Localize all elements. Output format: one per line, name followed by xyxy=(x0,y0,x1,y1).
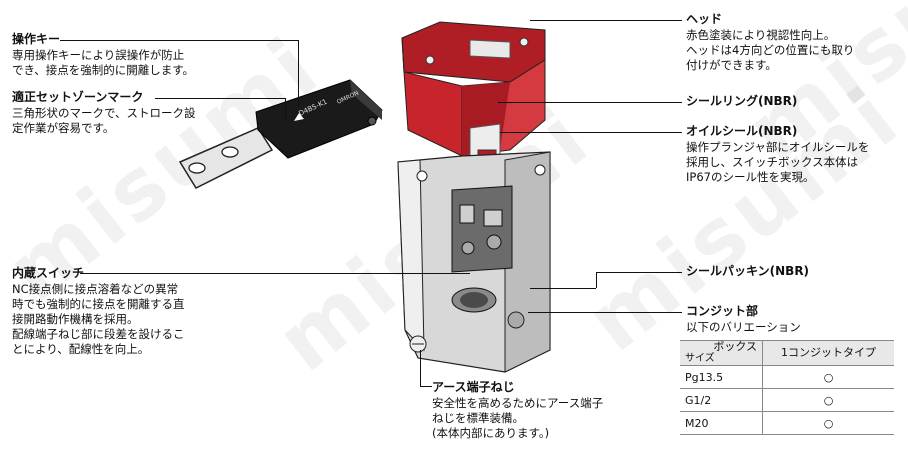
table-row: Pg13.5 ○ xyxy=(680,365,894,389)
callout-title: アース端子ねじ xyxy=(432,380,515,394)
callout-body: 赤色塗装により視認性向上。 ヘッドは4方向どの位置にも取り 付けができます。 xyxy=(686,28,855,72)
leader-line xyxy=(500,132,682,133)
operating-key: D4BS-K1 OMRON xyxy=(178,79,383,189)
table-row: G1/2 ○ xyxy=(680,388,894,412)
switch-body xyxy=(397,151,551,373)
leader-line xyxy=(596,272,682,273)
table-header-box-size: ボックス サイズ xyxy=(680,340,763,366)
callout-built-in-switch: 内蔵スイッチ NC接点側に接点溶着などの異常 時でも強制的に接点を開離する直 接… xyxy=(12,266,222,357)
callout-oil-seal: オイルシール(NBR) 操作プランジャ部にオイルシールを 採用し、スイッチボック… xyxy=(686,124,896,185)
callout-title: ヘッド xyxy=(686,12,723,26)
leader-line xyxy=(155,98,285,99)
callout-body: 安全性を高めるためにアース端子 ねじを標準装備。 (本体内部にあります。) xyxy=(432,396,604,440)
callout-title: シールパッキン(NBR) xyxy=(686,264,810,278)
table-cell-size: G1/2 xyxy=(680,388,763,412)
callout-earth-screw: アース端子ねじ 安全性を高めるためにアース端子 ねじを標準装備。 (本体内部にあ… xyxy=(432,380,632,441)
leader-line xyxy=(498,102,682,103)
callout-zone-mark: 適正セットゾーンマーク 三角形状のマークで、ストローク設 定作業が容易です。 xyxy=(12,90,242,136)
callout-seal-ring: シールリング(NBR) xyxy=(686,94,896,110)
zone-mark-triangle-icon xyxy=(294,113,304,121)
callout-title: シールリング(NBR) xyxy=(686,94,798,108)
table-cell-size: Pg13.5 xyxy=(680,365,763,389)
leader-line xyxy=(285,98,286,120)
leader-line xyxy=(420,386,432,387)
callout-body: 操作プランジャ部にオイルシールを 採用し、スイッチボックス本体は IP67のシー… xyxy=(686,140,870,184)
leader-line xyxy=(530,288,596,289)
callout-body: NC接点側に接点溶着などの異常 時でも強制的に接点を開離する直 接開路動作機構を… xyxy=(12,282,185,356)
table-cell-mark: ○ xyxy=(762,365,894,389)
callout-operating-key: 操作キー 専用操作キーにより誤操作が防止 でき、接点を強制的に開離します。 xyxy=(12,32,242,78)
leader-line xyxy=(530,20,682,21)
leader-line xyxy=(528,312,682,313)
callout-body: 三角形状のマークで、ストローク設 定作業が容易です。 xyxy=(12,106,196,135)
table-header-conduit-type: 1コンジットタイプ xyxy=(762,340,894,366)
callout-title: 適正セットゾーンマーク xyxy=(12,90,144,104)
callout-body: 専用操作キーにより誤操作が防止 でき、接点を強制的に開離します。 xyxy=(12,48,195,77)
leader-line xyxy=(80,273,470,274)
callout-title: コンジット部 xyxy=(686,304,759,318)
leader-line xyxy=(420,350,421,386)
callout-conduit: コンジット部 以下のバリエーション xyxy=(686,304,896,335)
table-row: M20 ○ xyxy=(680,411,894,435)
header-size-label: サイズ xyxy=(685,353,715,364)
callout-body: 以下のバリエーション xyxy=(686,320,801,334)
leader-line xyxy=(298,40,299,106)
table-cell-mark: ○ xyxy=(762,411,894,435)
head xyxy=(401,21,546,167)
callout-title: オイルシール(NBR) xyxy=(686,124,798,138)
callout-seal-packing: シールパッキン(NBR) xyxy=(686,264,896,280)
callout-title: 操作キー xyxy=(12,32,61,46)
leader-line xyxy=(596,272,597,288)
callout-head: ヘッド 赤色塗装により視認性向上。 ヘッドは4方向どの位置にも取り 付けができま… xyxy=(686,12,896,73)
callout-title: 内蔵スイッチ xyxy=(12,266,85,280)
leader-line xyxy=(60,40,298,41)
header-box-label: ボックス xyxy=(713,340,757,353)
table-cell-size: M20 xyxy=(680,411,763,435)
variation-table: ボックス サイズ 1コンジットタイプ Pg13.5 ○ G1/2 ○ M20 ○ xyxy=(680,340,894,435)
table-header-row: ボックス サイズ 1コンジットタイプ xyxy=(680,340,894,366)
table-cell-mark: ○ xyxy=(762,388,894,412)
